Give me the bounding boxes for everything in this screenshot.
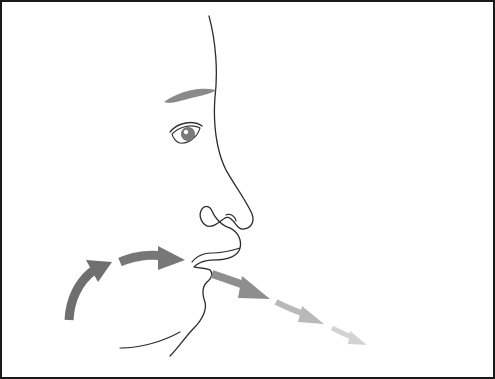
eye-icon [170,123,202,143]
airflow-arrow-2 [120,246,185,270]
airflow-arrow-1 [69,260,112,320]
airflow-arrow-5 [332,328,367,345]
jaw-line [120,332,180,348]
airflow-arrow-4 [276,302,324,324]
eyebrow [164,89,216,103]
face-profile-line [170,16,253,356]
airflow-arrow-3 [212,274,270,299]
